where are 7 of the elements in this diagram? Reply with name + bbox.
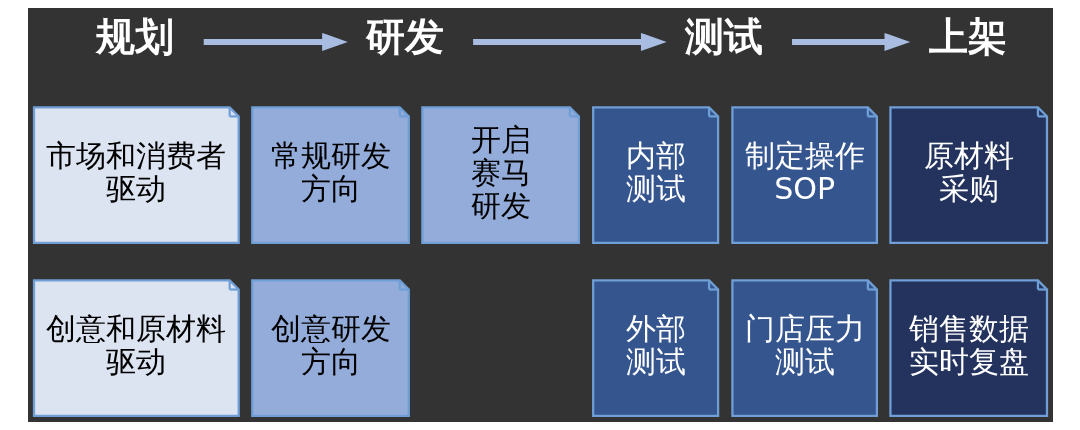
arrow	[472, 32, 667, 51]
arrow	[203, 32, 348, 51]
node-text: 研发	[365, 13, 444, 59]
node-text: 测试	[684, 13, 763, 59]
arrow	[791, 32, 910, 51]
node-text: 规划	[95, 13, 174, 59]
node-text: 上架	[928, 13, 1007, 59]
